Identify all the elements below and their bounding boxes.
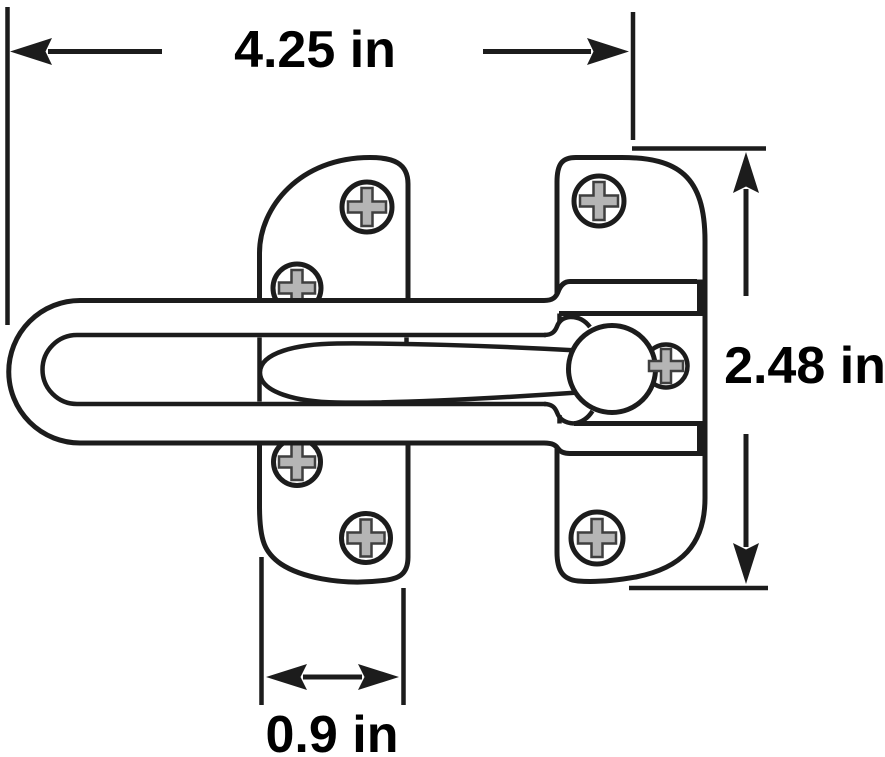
arrow-left-icon [266,664,307,690]
phillips-screw-icon [339,511,393,565]
dimension-label-bracket-width: 0.9 in [266,706,399,757]
pivot-knob [566,323,658,415]
slot-flare-bottom [543,401,575,426]
height-dimension: 2.48 in [629,146,885,591]
swing-bar-slot [40,332,546,407]
swing-bar-handle [257,341,581,405]
phillips-screw-icon [568,509,626,567]
phillips-cross [647,347,685,385]
arrow-up-icon [733,152,759,193]
phillips-screw-icon [271,436,323,488]
swing-bar-outline [6,298,544,446]
bar-step-bottom [543,440,697,456]
pivot-assembly [257,323,690,415]
phillips-screw-icon [339,179,395,235]
bar-step-top [543,279,697,303]
dimension-label-height: 2.48 in [724,337,885,395]
arrow-right-icon [587,38,629,65]
dimension-label-width: 4.25 in [234,21,396,79]
phillips-screw-icon [571,173,627,229]
width-dimension: 4.25 in [5,7,636,325]
bracket-width-dimension: 0.9 in [259,557,406,757]
arrow-down-icon [733,543,759,584]
arrow-right-icon [358,664,399,690]
door-plate-channel [557,279,704,456]
arrow-left-icon [10,38,52,65]
pivot-cradle-bottom [573,409,595,426]
